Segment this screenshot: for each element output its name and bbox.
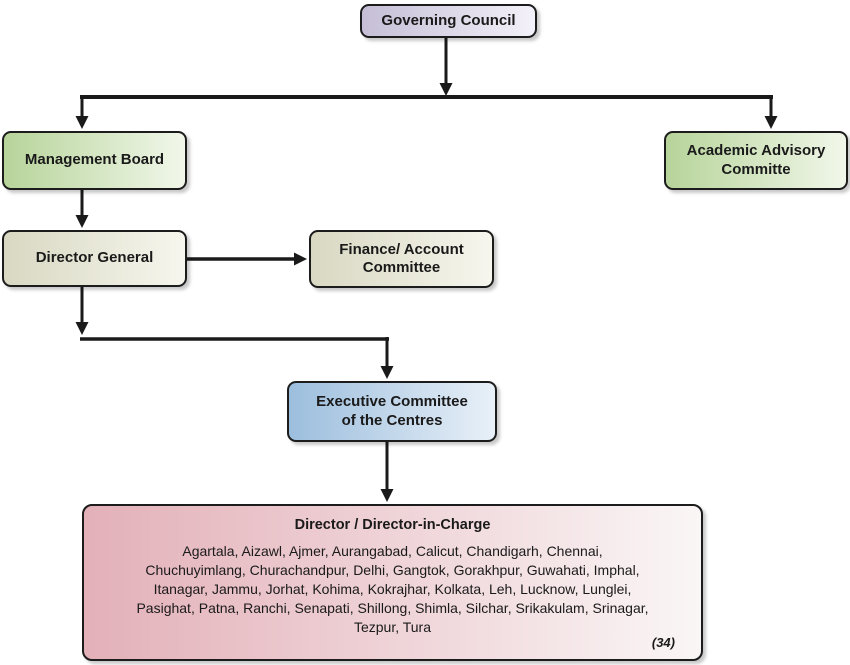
connector-branch-to-academic-advisory xyxy=(764,95,778,129)
connector-management-board-to-director-general xyxy=(75,189,89,228)
connector-branch-to-management-board xyxy=(75,95,89,129)
node-director-general-label: Director General xyxy=(35,249,154,267)
connector-director-general-to-finance-committee xyxy=(187,252,307,266)
node-academic-advisory-committee: Academic Advisory Committe xyxy=(664,131,848,190)
node-finance-account-committee-label: Finance/ Account Committee xyxy=(339,240,464,276)
node-academic-advisory-committee-label: Academic Advisory Committe xyxy=(686,142,826,178)
connector-director-general-to-executive-committee xyxy=(75,286,394,379)
node-director-general: Director General xyxy=(2,230,187,287)
node-directors-centres-list: Agartala, Aizawl, Ajmer, Aurangabad, Cal… xyxy=(136,542,649,636)
node-governing-council: Governing Council xyxy=(360,4,537,38)
node-directors: Director / Director-in-Charge Agartala, … xyxy=(82,504,703,661)
node-executive-committee: Executive Committee of the Centres xyxy=(287,381,497,442)
connector-council-to-branch-line xyxy=(439,37,453,96)
node-management-board: Management Board xyxy=(2,131,187,190)
node-directors-count: (34) xyxy=(651,635,675,651)
node-executive-committee-label: Executive Committee of the Centres xyxy=(316,393,468,429)
node-directors-title: Director / Director-in-Charge xyxy=(294,517,491,533)
node-management-board-label: Management Board xyxy=(24,151,165,169)
node-governing-council-label: Governing Council xyxy=(381,11,516,29)
node-finance-account-committee: Finance/ Account Committee xyxy=(309,230,494,288)
connector-executive-committee-to-directors xyxy=(380,441,394,502)
